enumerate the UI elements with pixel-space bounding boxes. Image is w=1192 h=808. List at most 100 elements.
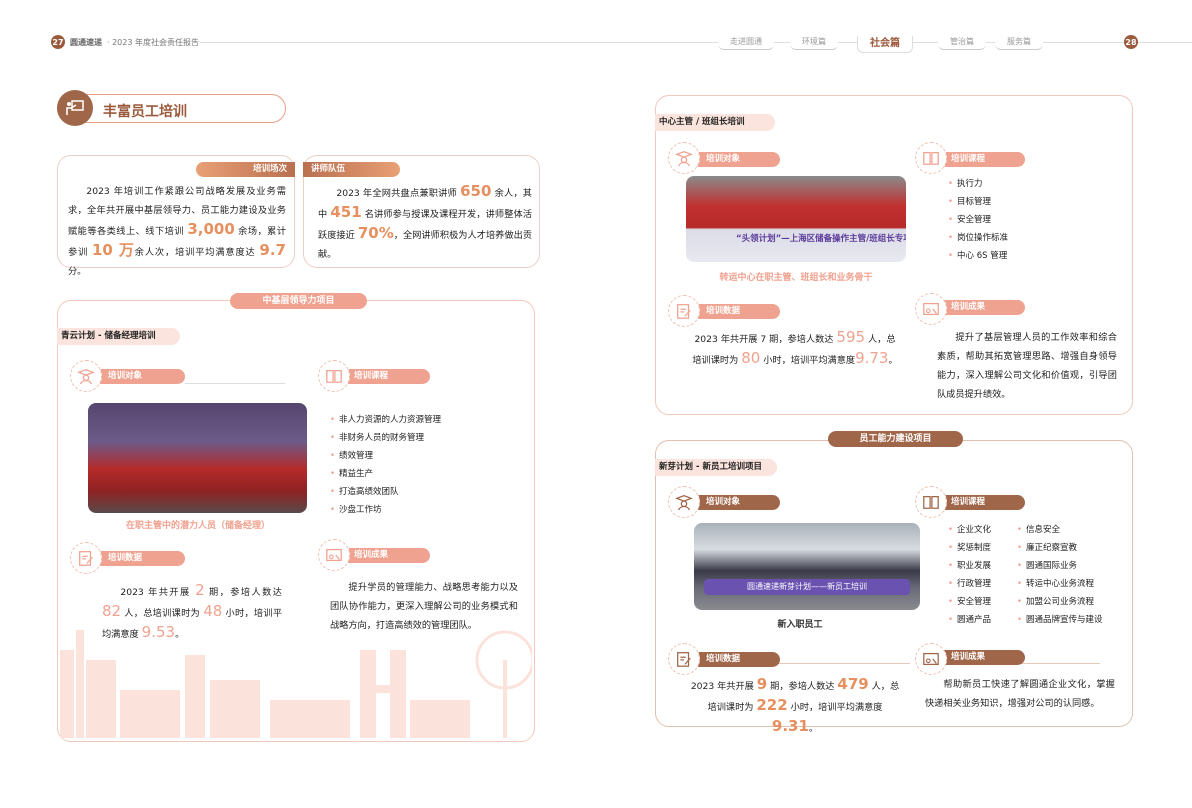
highlight-number: 48: [203, 602, 223, 620]
text-segment: 。: [808, 723, 819, 734]
tab-environment[interactable]: 环境篇: [790, 36, 838, 50]
course-item: 非人力资源的人力资源管理: [330, 413, 441, 425]
text-segment: ，全网讲师积极为人才培养做出贡献。: [318, 230, 533, 260]
text-segment: 小时，培训平均满意度: [760, 355, 856, 366]
highlight-number: 70%: [357, 224, 394, 242]
text-segment: 。: [888, 355, 898, 366]
lecturers-label: 讲师队伍: [303, 162, 400, 177]
qingyun-courses-label: 培训课程: [336, 369, 430, 384]
text-segment: 2023 年共开展: [120, 587, 196, 598]
lecturers-text: 2023 年全网共盘点兼职讲师 650 余人，其中 451 名讲师参与授课及课程…: [318, 182, 532, 264]
highlight-number: 9.53: [141, 623, 176, 641]
course-item: 非财务人员的财务管理: [330, 431, 424, 443]
training-icon: [57, 90, 93, 126]
tab-about[interactable]: 走进圆通: [718, 36, 774, 50]
qingyun-group-photo: [88, 403, 307, 513]
course-item: 行政管理: [948, 577, 991, 589]
xinya-results-text: 帮助新员工快速了解圆通企业文化，掌握快递相关业务知识，增强对公司的认同感。: [925, 679, 1115, 709]
course-item: 转运中心业务流程: [1017, 577, 1094, 589]
text-segment: 余场，累计参训: [68, 226, 287, 258]
highlight-number: 9.73: [855, 349, 889, 367]
capability-title: 员工能力建设项目: [828, 431, 963, 447]
notepad-icon: [668, 295, 700, 327]
center-data-label: 培训数据: [688, 304, 780, 319]
certificate-icon: [318, 539, 350, 571]
highlight-number: 595: [836, 328, 866, 346]
center-courses-label: 培训课程: [933, 152, 1025, 167]
qingyun-results-text: 提升学员的管理能力、战略思考能力以及团队协作能力，更深入理解公司的业务模式和战略…: [330, 582, 518, 631]
course-item: 绩效管理: [330, 449, 373, 461]
divider: [185, 383, 285, 384]
highlight-number: 9: [756, 675, 768, 693]
course-item: 目标管理: [948, 195, 991, 207]
xinya-courses-label: 培训课程: [933, 495, 1025, 510]
book-icon: [318, 360, 350, 392]
qingyun-photo-caption: 在职主管中的潜力人员（储备经理）: [125, 521, 271, 531]
header-divider: [640, 42, 1192, 43]
graduate-icon: [668, 142, 700, 174]
course-item: 圆通产品: [948, 613, 991, 625]
divider: [1000, 663, 1100, 664]
highlight-number: 10 万: [91, 241, 135, 259]
header-divider: [200, 42, 720, 43]
lecturers-card: [303, 155, 540, 268]
report-title: · 2023 年度社会责任报告: [107, 38, 199, 47]
book-icon: [915, 486, 947, 518]
text-segment: 小时，培训平均满意度: [787, 702, 883, 713]
xinya-photo-caption: 新入职员工: [777, 620, 823, 630]
course-item: 圆通品牌宣传与建设: [1017, 613, 1103, 625]
notepad-icon: [70, 542, 102, 574]
certificate-icon: [915, 293, 947, 325]
xinya-title: 新芽计划 - 新员工培训项目: [655, 459, 777, 476]
course-item: 信息安全: [1017, 523, 1060, 535]
center-results-text: 提升了基层管理人员的工作效率和综合素质，帮助其拓宽管理思路、增强自身领导能力，深…: [937, 332, 1117, 400]
graduate-icon: [70, 360, 102, 392]
book-icon: [915, 142, 947, 174]
course-item: 圆通国际业务: [1017, 559, 1077, 571]
text-segment: 期，参培人数达: [204, 587, 282, 598]
tab-society[interactable]: 社会篇: [857, 36, 913, 53]
highlight-number: 80: [741, 349, 761, 367]
highlight-number: 650: [460, 182, 492, 200]
photo-banner-text: 圆通速递新芽计划——新员工培训: [704, 579, 910, 595]
text-segment: 期，参培人数达: [767, 681, 838, 692]
center-title: 中心主管 / 班组长培训: [655, 114, 775, 131]
page-number-right: 28: [1124, 35, 1138, 49]
leadership-title: 中基层领导力项目: [230, 293, 367, 309]
highlight-number: 2: [195, 581, 205, 599]
text-segment: 人，总培训课时为: [121, 608, 204, 619]
course-item: 中心 6S 管理: [948, 249, 1007, 261]
divider: [760, 663, 910, 664]
xinya-results-label: 培训成果: [933, 650, 1025, 665]
highlight-number: 222: [756, 696, 788, 714]
text-segment: 2023 年全网共盘点兼职讲师: [336, 188, 461, 199]
brand-name: 圆通速递: [70, 38, 102, 47]
highlight-number: 479: [837, 675, 869, 693]
center-results-label: 培训成果: [933, 300, 1025, 315]
page-number-left: 27: [51, 35, 65, 49]
qingyun-results-label: 培训成果: [336, 548, 430, 563]
tab-service[interactable]: 服务篇: [995, 36, 1043, 50]
xinya-data-text: 2023 年共开展 9 期，参培人数达 479 人，总培训课时为 222 小时，…: [690, 675, 900, 738]
course-item: 执行力: [948, 177, 983, 189]
xinya-group-photo: 圆通速递新芽计划——新员工培训: [694, 523, 920, 610]
highlight-number: 9.31: [771, 717, 809, 735]
text-segment: 人，总培训课时为: [707, 681, 900, 713]
tab-governance[interactable]: 管治篇: [938, 36, 986, 50]
course-item: 廉正纪察宣教: [1017, 541, 1077, 553]
city-skyline-decoration: [60, 630, 532, 738]
center-photo-caption: 转运中心在职主管、班组长和业务骨干: [719, 273, 873, 283]
text-segment: 2023 年培训工作紧跟公司战略发展及业务需求，全年共开展中基层领导力、员工能力…: [68, 186, 286, 237]
text-segment: 名讲师参与授课及课程开发，讲师整体活跃度接近: [318, 209, 533, 241]
xinya-target-label: 培训对象: [688, 495, 780, 510]
page-title: 丰富员工培训: [103, 104, 187, 120]
text-segment: 。: [175, 629, 185, 640]
course-item: 奖惩制度: [948, 541, 991, 553]
qingyun-data-text: 2023 年共开展 2 期，参培人数达 82 人，总培训课时为 48 小时，培训…: [102, 581, 282, 644]
highlight-number: 451: [330, 203, 362, 221]
text-segment: 分。: [68, 266, 87, 277]
text-segment: 2023 年共开展: [690, 681, 757, 692]
course-item: 安全管理: [948, 213, 991, 225]
text-segment: 小时，培训平均满意度: [102, 608, 283, 640]
center-data-text: 2023 年共开展 7 期，参培人数达 595 人，总培训课时为 80 小时，培…: [690, 328, 900, 370]
